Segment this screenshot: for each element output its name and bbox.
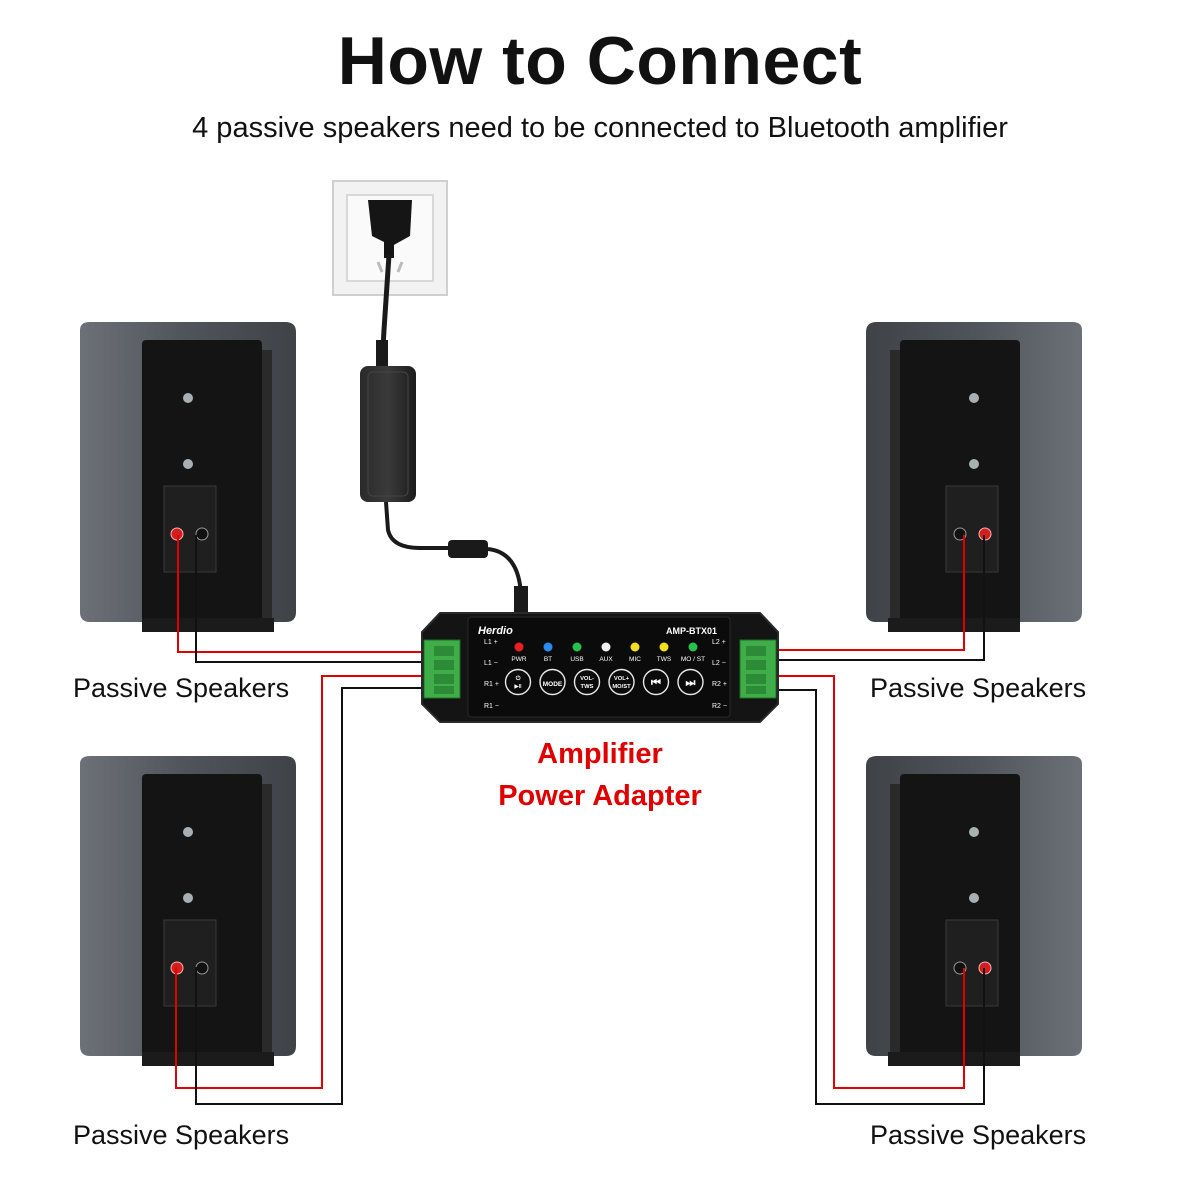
vol-up-most-button[interactable]: VOL+ MO/ST [608, 668, 635, 696]
wire-black-top-left [195, 535, 428, 663]
wire-black-bottom-left [195, 687, 428, 1105]
speaker-label-top-left: Passive Speakers [73, 673, 290, 703]
dc-cable-end [487, 547, 523, 601]
black-terminal-icon [195, 961, 209, 975]
power-plug [368, 200, 412, 258]
right-terminal-block [739, 639, 777, 699]
button-label: ⏭ [686, 677, 696, 689]
cable-strain-relief [376, 340, 388, 366]
indicator-label: AUX [599, 656, 613, 663]
terminal-label: L2 − [712, 660, 726, 667]
amp-buttons: ⏻ ▶ǁ MODE VOL- TWS VOL+ MO/ST ⏮ ⏭ [504, 668, 704, 696]
screw-icon [183, 393, 193, 403]
indicator-label: BT [544, 656, 552, 663]
black-terminal-icon [195, 527, 209, 541]
speaker-bracket [900, 774, 1020, 1064]
button-label: VOL+ [614, 676, 630, 682]
indicator-label: PWR [511, 656, 526, 663]
button-label: MODE [543, 681, 563, 688]
speaker-bottom-right [866, 756, 1082, 1066]
speaker-wires [175, 535, 985, 1105]
indicator-label: USB [570, 656, 583, 663]
previous-button[interactable]: ⏮ [642, 668, 670, 696]
indicator-led-tws [659, 642, 669, 652]
right-terminal-labels: L2 + L2 − R2 + R2 − [712, 639, 727, 710]
amp-model: AMP-BTX01 [666, 626, 717, 636]
indicator-label: TWS [657, 656, 672, 663]
amp-brand: Herdio [478, 625, 513, 637]
dc-plug [514, 586, 528, 614]
terminal-label: L2 + [712, 639, 726, 646]
screw-icon [969, 459, 979, 469]
screw-icon [969, 393, 979, 403]
terminal-label: R1 − [484, 703, 499, 710]
page-subtitle: 4 passive speakers need to be connected … [192, 112, 1008, 144]
screw-icon [969, 893, 979, 903]
indicator-led-usb [572, 642, 582, 652]
dc-cable [384, 501, 450, 550]
indicator-label: MO / ST [681, 656, 705, 663]
power-play-button[interactable]: ⏻ ▶ǁ [504, 668, 532, 696]
left-terminal-block [423, 639, 461, 699]
wire-red-bottom-right [772, 675, 965, 1089]
button-label: TWS [581, 684, 594, 690]
speaker-bottom-left [80, 756, 296, 1066]
button-label: ▶ǁ [514, 684, 521, 690]
terminal-label: R1 + [484, 681, 499, 688]
speaker-bracket [142, 340, 262, 630]
terminal-label: L1 − [484, 660, 498, 667]
wire-red-top-left [177, 535, 428, 653]
power-adapter-label: Power Adapter [498, 780, 702, 812]
speaker-label-top-right: Passive Speakers [870, 673, 1087, 703]
wire-red-top-right [772, 535, 965, 651]
speaker-label-bottom-left: Passive Speakers [73, 1120, 290, 1150]
terminal-label: L1 + [484, 639, 498, 646]
terminal-label: R2 − [712, 703, 727, 710]
vol-down-tws-button[interactable]: VOL- TWS [573, 668, 601, 696]
wire-red-bottom-left [175, 675, 428, 1089]
ferrite-bead [448, 540, 488, 558]
wall-outlet [332, 180, 448, 296]
speaker-top-right [866, 322, 1082, 632]
bluetooth-amplifier: Herdio AMP-BTX01 PWR BT USB AUX MIC TWS MO / S… [421, 612, 779, 723]
button-label: MO/ST [612, 684, 631, 690]
speaker-bracket [142, 774, 262, 1064]
power-adapter [360, 366, 416, 502]
speaker-top-left [80, 322, 296, 632]
screw-icon [183, 459, 193, 469]
button-label: VOL- [580, 676, 594, 682]
terminal-label: R2 + [712, 681, 727, 688]
indicator-led-most [688, 642, 698, 652]
mode-button[interactable]: MODE [539, 668, 566, 696]
left-terminal-labels: L1 + L1 − R1 + R1 − [484, 639, 499, 710]
screw-icon [183, 827, 193, 837]
screw-icon [183, 893, 193, 903]
wire-black-bottom-right [772, 689, 985, 1105]
amplifier-label: Amplifier [537, 738, 663, 770]
indicator-led-bt [543, 642, 553, 652]
screw-icon [969, 827, 979, 837]
page-title: How to Connect [337, 23, 863, 99]
indicator-led-aux [601, 642, 611, 652]
speaker-label-bottom-right: Passive Speakers [870, 1120, 1087, 1150]
button-label: ⏮ [651, 677, 661, 689]
amp-indicators: PWR BT USB AUX MIC TWS MO / ST [511, 642, 705, 663]
indicator-label: MIC [629, 656, 641, 663]
indicator-led-pwr [514, 642, 524, 652]
indicator-led-mic [630, 642, 640, 652]
speaker-bracket [900, 340, 1020, 630]
button-label: ⏻ [516, 675, 521, 682]
next-button[interactable]: ⏭ [677, 668, 704, 696]
wire-black-top-right [772, 535, 985, 661]
